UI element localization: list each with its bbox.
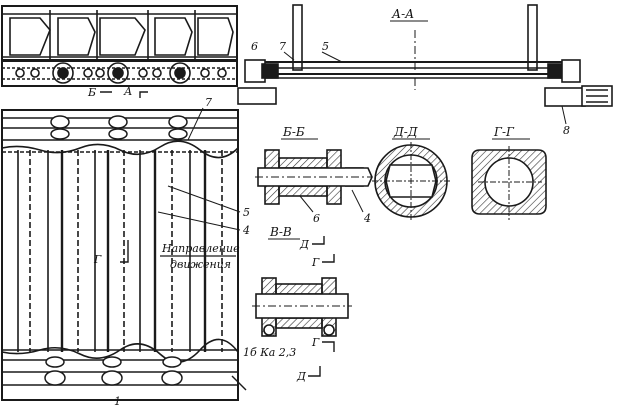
section-title-aa: А-А [391, 7, 414, 21]
direction-label-line2: движения [170, 258, 231, 271]
section-arrow-g2 [322, 341, 335, 352]
section-arrow-a [100, 91, 148, 98]
section-mark-a: А [123, 85, 132, 98]
section-mark-g-plan: Г [93, 253, 102, 266]
direction-arrow [231, 375, 247, 391]
callout-5-aa: 5 [322, 40, 329, 53]
leader-5-plan [167, 185, 241, 213]
section-title-dd: Д-Д [393, 125, 418, 139]
callout-5-plan: 5 [243, 206, 250, 219]
section-arrow-g1 [322, 254, 335, 263]
section-arrow-plan [120, 240, 129, 263]
callout-6-aa: 6 [251, 40, 258, 53]
leader-6-bb [299, 195, 314, 213]
leader-5-aa [321, 51, 343, 63]
section-arrow-d2 [308, 366, 321, 377]
callout-7-aa: 7 [279, 40, 286, 53]
section-mark-d2: Д [296, 370, 307, 383]
callout-7-plan: 7 [205, 96, 212, 109]
leader-8-aa [561, 105, 567, 125]
section-title-vv: В-В [269, 225, 292, 239]
callout-1-plan: 1 [114, 395, 121, 408]
section-title-bb: Б-Б [282, 125, 305, 139]
section-mark-d1: Д [299, 238, 310, 251]
section-dd-view [372, 142, 452, 220]
section-bb-view [255, 149, 373, 205]
plan-view [1, 109, 239, 401]
leader-7-plan [187, 107, 204, 141]
section-aa-view [237, 4, 613, 107]
section-vv-view [252, 277, 352, 337]
chain-rollers-elevation [15, 62, 227, 84]
callout-4-plan: 4 [242, 224, 250, 237]
callout-4-bb: 4 [363, 212, 371, 225]
leader-4-bb [351, 189, 364, 213]
section-title-gg: Г-Г [493, 125, 515, 139]
callout-vv: 1б Ка 2,3 [243, 346, 296, 359]
leader-4-plan [157, 211, 241, 231]
section-mark-g1: Г [311, 256, 320, 269]
chain-rollers-plan [44, 115, 188, 386]
section-arrow-d1 [312, 236, 325, 245]
callout-6-bb: 6 [313, 212, 320, 225]
section-mark-b: Б [87, 86, 96, 99]
section-gg-view [471, 146, 547, 220]
direction-label-line1: Направление [161, 242, 240, 255]
section-mark-g2: Г [311, 336, 320, 349]
callout-8-aa: 8 [563, 124, 570, 137]
leader-7-aa [283, 51, 295, 61]
